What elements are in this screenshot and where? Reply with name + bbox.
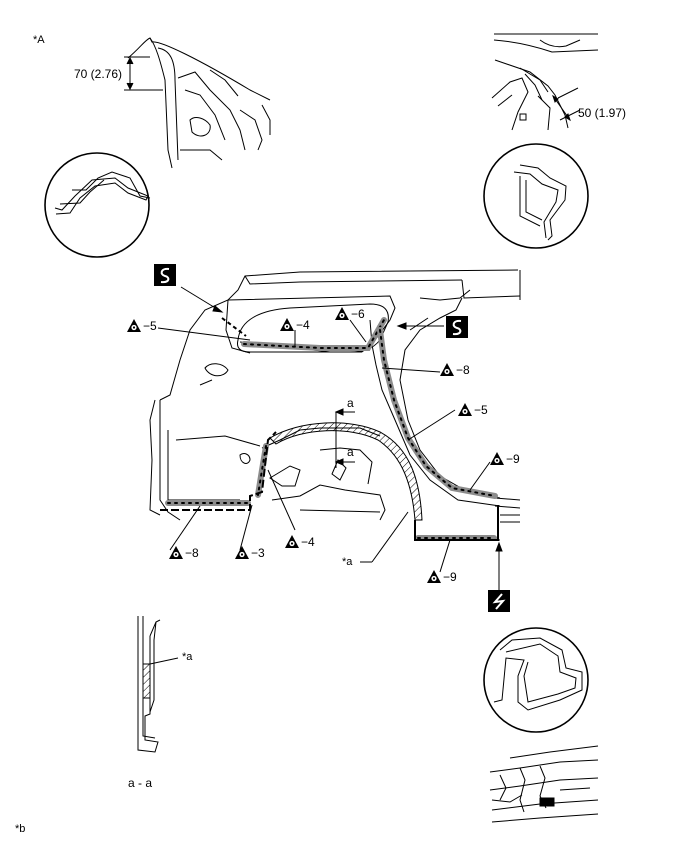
wheel-arch xyxy=(269,422,500,541)
dimension-line-top-left xyxy=(124,56,163,91)
leader-lines xyxy=(157,286,503,590)
window-opening xyxy=(237,303,389,353)
callout-label: −8 xyxy=(185,546,199,560)
corner-label-top-left: *A xyxy=(33,34,45,46)
main-body-panel xyxy=(149,269,521,523)
sealer-triangle-icon xyxy=(458,403,472,416)
sealer-triangle-icon xyxy=(440,363,454,376)
callout-label: −4 xyxy=(301,535,315,549)
callout-label: −5 xyxy=(143,319,157,333)
weld-symbol-icon xyxy=(488,590,510,612)
callout-label: −6 xyxy=(351,307,365,321)
dimension-label-top-left: 70 (2.76) xyxy=(74,67,123,81)
cut-line xyxy=(160,317,499,541)
section-view-a-a xyxy=(137,616,179,753)
sealer-triangle-icon xyxy=(235,546,249,559)
bottom-right-detail xyxy=(489,745,599,823)
callout-label: −4 xyxy=(296,318,310,332)
corner-label-bottom-left: *b xyxy=(15,823,26,835)
section-marker-label-bottom: a xyxy=(347,445,354,459)
top-left-circle-detail xyxy=(44,152,151,258)
section-marker-a xyxy=(334,408,355,468)
section-title: a - a xyxy=(128,776,153,790)
sealer-triangle-icon xyxy=(335,307,349,320)
top-right-circle-detail xyxy=(483,143,589,249)
callout-label: −5 xyxy=(474,403,488,417)
callout-label: −9 xyxy=(506,452,520,466)
weld-symbol-icon xyxy=(446,316,468,338)
sealer-triangle-icon xyxy=(285,535,299,548)
sealer-triangle-icon xyxy=(127,319,141,332)
callout-label: −9 xyxy=(443,570,457,584)
callout-label: −8 xyxy=(456,363,470,377)
sealer-triangle-icon xyxy=(490,452,504,465)
bottom-right-circle-detail xyxy=(483,627,589,733)
dimension-line-top-right xyxy=(552,94,571,122)
sealer-seams xyxy=(165,317,498,541)
callout-label: −3 xyxy=(251,546,265,560)
hatch-label-section: *a xyxy=(182,651,193,663)
weld-symbol-icon xyxy=(154,264,176,286)
dimension-label-top-right: 50 (1.97) xyxy=(578,106,627,120)
top-right-detail xyxy=(491,33,599,131)
top-left-detail xyxy=(127,37,271,169)
section-marker-label-top: a xyxy=(347,396,354,410)
sealer-triangle-icon xyxy=(427,570,441,583)
hatch-label-main: *a xyxy=(342,556,353,568)
sealer-triangle-icon xyxy=(280,318,294,331)
